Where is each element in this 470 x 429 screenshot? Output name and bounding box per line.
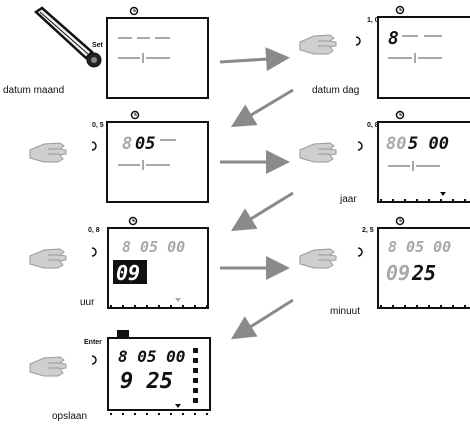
lcd-date-dim: 8 05 00 (388, 238, 451, 256)
clock-icon (395, 5, 405, 15)
clock-icon (128, 216, 138, 226)
lcd-digit: 09 (116, 261, 140, 285)
step-caption: uur (80, 297, 95, 308)
step-datum-dag: 1, 0 8 datum dag (299, 5, 470, 99)
lcd-date-dim: 8 05 00 (122, 238, 185, 256)
step-jaar: 0, 8 80 5 00 jaar (299, 110, 470, 205)
timing-label: 1, 0 (367, 17, 379, 24)
clock-icon (395, 110, 405, 120)
lcd-date: 8 05 00 (118, 347, 185, 366)
lcd-display (377, 227, 470, 309)
hand-stylus-icon (33, 6, 102, 68)
lcd-hour-dim: 09 (386, 261, 410, 285)
day-indicators (193, 348, 198, 403)
step-caption: minuut (330, 306, 360, 317)
clock-icon (130, 110, 140, 120)
enter-key (117, 330, 129, 340)
lcd-digit-dim: 8 (122, 134, 132, 154)
arrow-icon (219, 47, 290, 72)
timing-label: 0, 8 (367, 122, 379, 129)
dim-segments (118, 139, 176, 170)
step-minuut: 2, 5 8 05 00 09 25 minuut (299, 216, 470, 317)
timing-label: 2, 5 (362, 227, 374, 234)
arrow-icon (230, 88, 294, 128)
clock-icon (129, 6, 139, 16)
step-caption: opslaan (52, 411, 87, 422)
lcd-digit: 25 (411, 261, 436, 285)
timing-label: 0, 8 (88, 227, 100, 234)
lcd-digit: 8 (388, 28, 399, 49)
set-key-label: Set (92, 42, 104, 49)
lcd-digit: 05 (135, 134, 155, 154)
timing-label: 0, 5 (92, 122, 104, 129)
dim-segments (118, 37, 170, 63)
dim-segments (388, 161, 440, 171)
lcd-display (377, 121, 470, 203)
step-opslaan: Enter 8 05 00 9 25 opslaan (29, 330, 211, 422)
enter-key-label: Enter (84, 339, 102, 346)
step-caption: datum dag (312, 85, 359, 96)
step-caption: datum maand (3, 85, 64, 96)
dim-segments (388, 35, 442, 63)
step-jaar-set: 0, 5 8 05 (29, 110, 209, 203)
step-uur: 0, 8 8 05 00 09 uur (29, 216, 209, 309)
arrow-icon (230, 191, 294, 232)
flow-arrows (219, 47, 294, 340)
lcd-display (106, 121, 209, 203)
lcd-time: 9 25 (120, 369, 173, 394)
lcd-digit: 5 00 (408, 134, 449, 154)
lcd-digit-dim: 80 (386, 134, 406, 154)
clock-icon (395, 216, 405, 226)
pointing-hand-icon (299, 142, 337, 163)
pointing-hand-icon (29, 142, 67, 163)
step-caption: jaar (339, 194, 357, 205)
lcd-highlight (113, 260, 147, 284)
arrow-icon (230, 298, 294, 340)
pointing-hand-icon (299, 34, 337, 55)
pointing-hand-icon (29, 248, 67, 269)
step-datum-maand: Set datum maand (3, 6, 209, 99)
pointing-hand-icon (29, 356, 67, 377)
pointing-hand-icon (299, 248, 337, 269)
